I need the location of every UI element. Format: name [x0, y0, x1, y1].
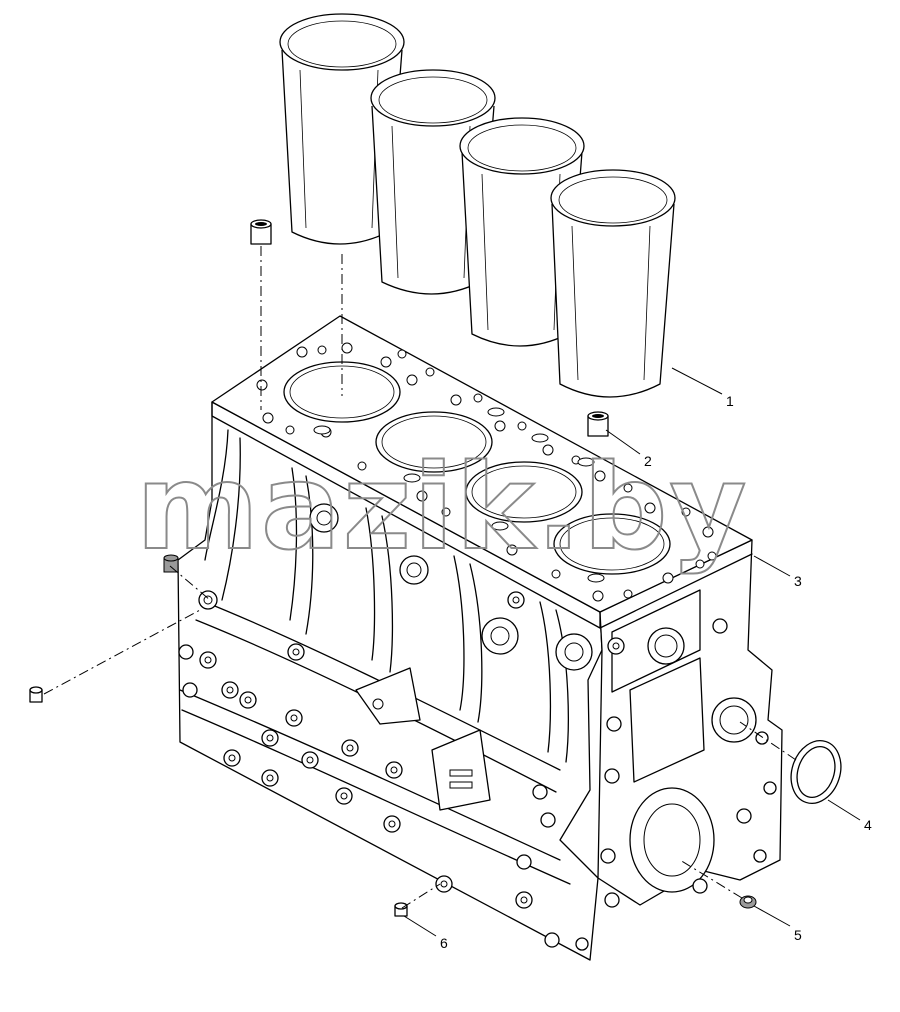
assembly-lines: [43, 246, 797, 909]
callout-number-3: 3: [794, 573, 802, 589]
callout-number-2: 2: [644, 453, 652, 469]
bolt-left: [29, 686, 43, 703]
o-ring: [790, 740, 842, 804]
cylinder-block: [177, 315, 783, 961]
side-bosses: [178, 503, 593, 948]
callout-number-1: 1: [726, 393, 734, 409]
callout-number-4: 4: [864, 817, 872, 833]
plug-rear: [739, 895, 757, 909]
end-face-details: [575, 589, 777, 951]
deck-bolt-holes: [256, 342, 717, 602]
callout-number-5: 5: [794, 927, 802, 943]
plug-side: [163, 554, 179, 573]
cylinder-liner-4: [550, 169, 676, 398]
watermark-text: mazik.by: [136, 438, 748, 576]
dowel-sleeve-left: [250, 219, 272, 245]
cylinder-liners: [279, 13, 676, 398]
dowel-sleeve: [587, 411, 609, 437]
plug-bottom: [394, 902, 408, 917]
callout-number-6: 6: [440, 935, 448, 951]
callouts: 1 2 3 4 5 6: [403, 367, 872, 951]
